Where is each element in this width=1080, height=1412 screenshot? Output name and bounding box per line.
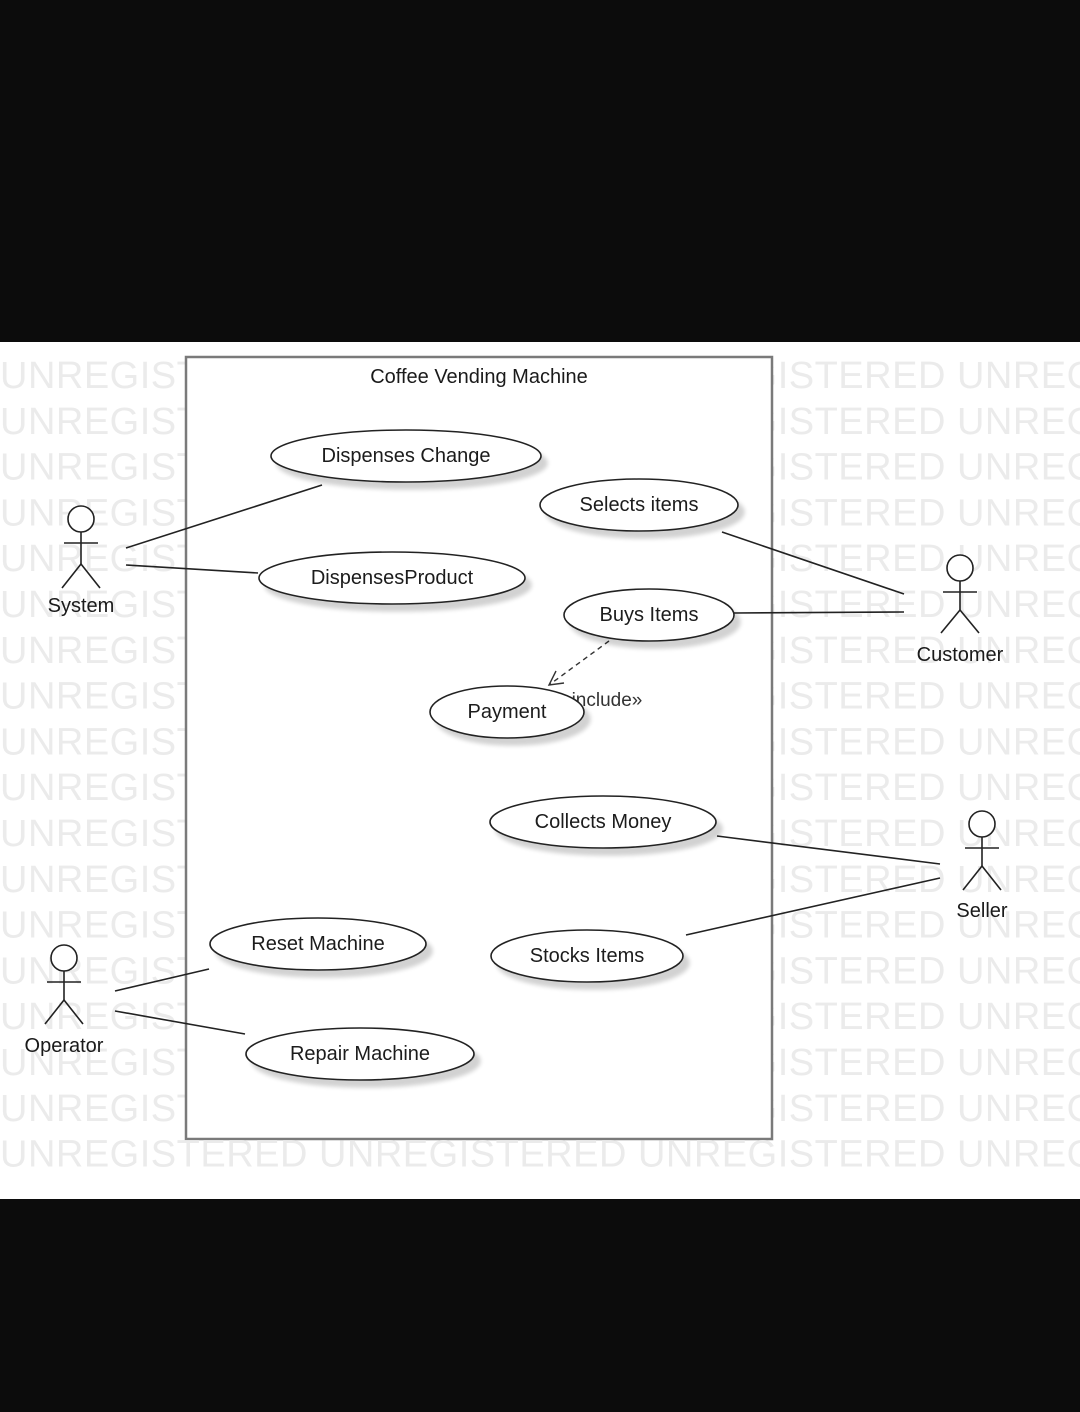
use-case-reset-machine[interactable]: Reset Machine	[209, 917, 427, 971]
use-case-label: DispensesProduct	[311, 567, 474, 589]
actor-head	[67, 505, 95, 533]
use-case-label: Selects items	[580, 494, 699, 516]
actor-seller[interactable]: Seller	[956, 810, 1008, 922]
use-case-label: Repair Machine	[290, 1043, 430, 1065]
actor-label: Customer	[917, 644, 1004, 666]
diagram-canvas: UNREGISTERED UNREGISTERED UNREGISTERED U…	[0, 342, 1080, 1199]
actor-label: System	[48, 595, 115, 617]
actor-operator[interactable]: Operator	[25, 944, 104, 1057]
actor-label: Seller	[956, 900, 1007, 922]
actor-head	[946, 554, 974, 582]
use-case-payment[interactable]: Payment	[429, 685, 585, 739]
assoc-system-dispenses-product	[125, 564, 259, 574]
assoc-operator-reset-machine	[114, 968, 210, 992]
actor-head	[968, 810, 996, 838]
use-case-repair-machine[interactable]: Repair Machine	[245, 1027, 475, 1081]
assoc-operator-repair-machine	[114, 1010, 246, 1035]
include-dependency-line	[548, 640, 610, 686]
assoc-customer-buys-items	[733, 611, 905, 614]
use-case-diagram: UNREGISTERED UNREGISTERED UNREGISTERED U…	[0, 355, 1080, 1176]
use-case-stocks-items[interactable]: Stocks Items	[490, 929, 684, 983]
actor-system[interactable]: System	[48, 505, 115, 617]
actor-label: Operator	[25, 1035, 104, 1057]
use-case-label: Buys Items	[600, 604, 699, 626]
use-case-dispenses-change[interactable]: Dispenses Change	[270, 429, 542, 483]
include-arrowhead	[547, 670, 565, 686]
use-case-collects-money[interactable]: Collects Money	[489, 795, 717, 849]
use-case-buys-items[interactable]: Buys Items	[563, 588, 735, 642]
use-case-label: Reset Machine	[251, 933, 384, 955]
assoc-system-dispenses-change	[125, 484, 323, 549]
assoc-customer-selects-items	[721, 531, 905, 595]
assoc-seller-collects-money	[716, 835, 941, 865]
use-case-label: Dispenses Change	[322, 445, 491, 467]
connectors: «include»	[114, 484, 941, 1035]
use-case-label: Stocks Items	[530, 945, 644, 967]
actor-head	[50, 944, 78, 972]
watermark-row: UNREGISTERED UNREGISTERED UNREGISTERED U…	[0, 1134, 1080, 1176]
use-case-selects-items[interactable]: Selects items	[539, 478, 739, 532]
assoc-seller-stocks-items	[685, 877, 941, 936]
boundary-title: Coffee Vending Machine	[370, 366, 588, 388]
use-case-label: Collects Money	[535, 811, 672, 833]
use-case-label: Payment	[468, 701, 547, 723]
use-case-dispenses-product[interactable]: DispensesProduct	[258, 551, 526, 605]
actor-customer[interactable]: Customer	[917, 554, 1004, 666]
watermark-bottom-row: UNREGISTERED UNREGISTERED UNREGISTERED U…	[0, 1134, 1080, 1176]
